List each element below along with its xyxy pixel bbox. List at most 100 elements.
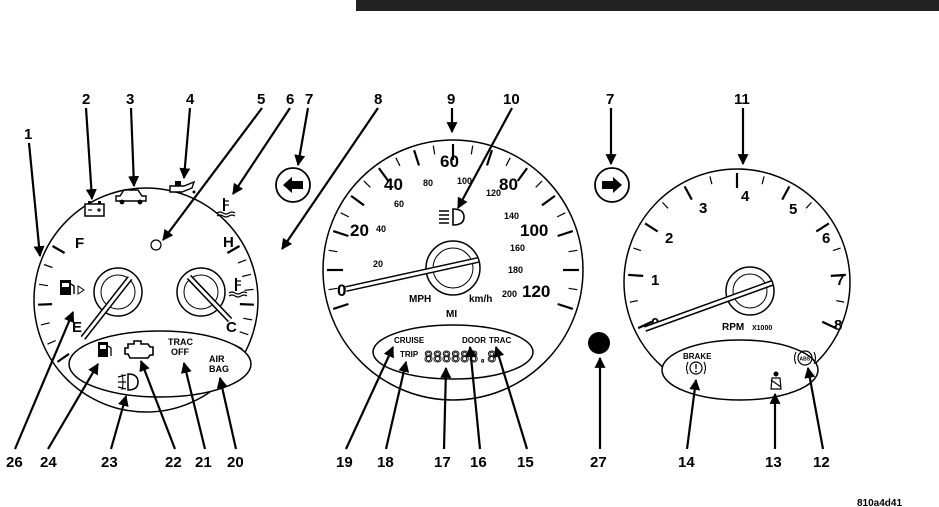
callout-numbers: 1 2 3 4 5 6 7 8 9 10 7 11 26 24 23 22 21… — [6, 91, 830, 471]
rpm-label-4: 4 — [741, 188, 750, 205]
speedometer: 0 20 40 60 80 100 120 20 40 60 80 100 12… — [322, 139, 584, 401]
callout-12: 12 — [813, 454, 830, 471]
kmh-label-200: 200 — [502, 289, 517, 299]
callout-27: 27 — [590, 454, 607, 471]
dial-tick — [378, 167, 390, 182]
dial-tick — [556, 212, 566, 218]
rpm-label-7: 7 — [836, 272, 844, 289]
rpm-label-1: 1 — [651, 272, 659, 289]
fuel-temp-gauge: F E H C — [33, 180, 259, 413]
dial-tick — [761, 176, 765, 185]
right-turn-signal-icon — [594, 167, 630, 203]
dial-tick — [505, 157, 511, 167]
coolant-gauge-symbol-icon — [228, 278, 248, 298]
mph-label-0: 0 — [337, 281, 346, 300]
dial-tick — [328, 287, 338, 291]
oil-pressure-icon — [169, 180, 196, 194]
callout-22: 22 — [165, 454, 182, 471]
callout-2: 2 — [82, 91, 90, 108]
callout-23: 23 — [101, 454, 118, 471]
dial-tick — [836, 300, 845, 303]
callout-26: 26 — [6, 454, 23, 471]
dial-tick — [821, 320, 837, 330]
brake-warning-icon — [685, 361, 707, 375]
left-turn-signal-icon — [275, 167, 311, 203]
mph-label-40: 40 — [384, 175, 403, 194]
dial-tick — [557, 230, 574, 238]
dial-tick — [237, 259, 247, 264]
callout-7-left: 7 — [305, 91, 313, 108]
rpm-label-2: 2 — [665, 230, 673, 247]
callout-3: 3 — [126, 91, 134, 108]
dial-tick — [832, 247, 841, 252]
mph-label-60: 60 — [440, 152, 459, 171]
callout-4: 4 — [186, 91, 195, 108]
mi-unit: MI — [446, 309, 457, 320]
mph-unit: MPH — [409, 294, 431, 305]
figure-reference: 810a4d41 — [857, 498, 902, 507]
callout-8: 8 — [374, 91, 382, 108]
callout-17: 17 — [434, 454, 451, 471]
kmh-unit: km/h — [469, 294, 492, 305]
kmh-label-140: 140 — [504, 211, 519, 221]
kmh-label-80: 80 — [423, 178, 433, 188]
temp-cold-label: C — [226, 319, 237, 336]
rpm-label-8: 8 — [834, 317, 842, 334]
mph-label-120: 120 — [522, 282, 550, 301]
temp-hot-label: H — [223, 234, 234, 251]
right-indicator-pod — [661, 339, 819, 401]
left-gauge-bezel — [33, 187, 259, 413]
fuel-empty-label: E — [72, 319, 82, 336]
left-indicator-pod — [68, 330, 252, 398]
dial-tick — [242, 273, 252, 278]
callout-11: 11 — [734, 91, 750, 108]
dial-tick — [38, 303, 53, 306]
dial-tick — [516, 167, 528, 182]
callout-14: 14 — [678, 454, 695, 471]
dial-tick — [51, 245, 66, 254]
low-fuel-icon — [98, 342, 112, 357]
cruise-indicator: CRUISE — [394, 336, 425, 345]
dial-tick — [39, 283, 49, 287]
odometer-display-panel — [372, 324, 534, 380]
fuel-pump-icon — [60, 280, 85, 295]
indicator-dot — [588, 332, 610, 354]
battery-icon — [84, 201, 105, 217]
dial-tick — [633, 247, 642, 252]
dial-tick — [535, 180, 543, 188]
abs-label: ABS — [800, 357, 811, 363]
rpm-label-6: 6 — [822, 230, 830, 247]
callout-15: 15 — [517, 454, 534, 471]
dial-tick — [781, 185, 791, 201]
callout-13: 13 — [765, 454, 782, 471]
dial-tick — [413, 149, 421, 166]
kmh-label-60: 60 — [394, 199, 404, 209]
dial-tick — [340, 212, 350, 218]
security-car-icon — [115, 189, 147, 205]
tachometer-ticks — [628, 173, 846, 330]
abs-icon: ABS — [793, 350, 817, 366]
trac-indicator: TRAC — [489, 336, 511, 345]
callout-16: 16 — [470, 454, 487, 471]
dial-tick — [350, 195, 365, 207]
rpm-multiplier: X1000 — [752, 325, 772, 332]
mph-label-100: 100 — [520, 221, 548, 240]
airbag-line2: BAG — [209, 364, 229, 374]
callout-1: 1 — [24, 126, 32, 143]
dial-tick — [332, 230, 349, 238]
dial-tick — [709, 176, 713, 185]
callout-20: 20 — [227, 454, 244, 471]
callout-18: 18 — [377, 454, 394, 471]
dial-tick — [644, 222, 659, 233]
dial-tick — [239, 303, 254, 306]
dial-tick — [815, 222, 830, 233]
dial-tick — [830, 273, 846, 277]
callout-7-right: 7 — [606, 91, 614, 108]
dial-tick — [568, 249, 578, 253]
dial-tick — [244, 288, 254, 291]
coolant-temp-icon — [216, 198, 236, 218]
check-engine-icon — [124, 340, 154, 359]
dial-tick — [56, 352, 70, 363]
dial-tick — [226, 245, 241, 254]
kmh-label-120: 120 — [486, 188, 501, 198]
